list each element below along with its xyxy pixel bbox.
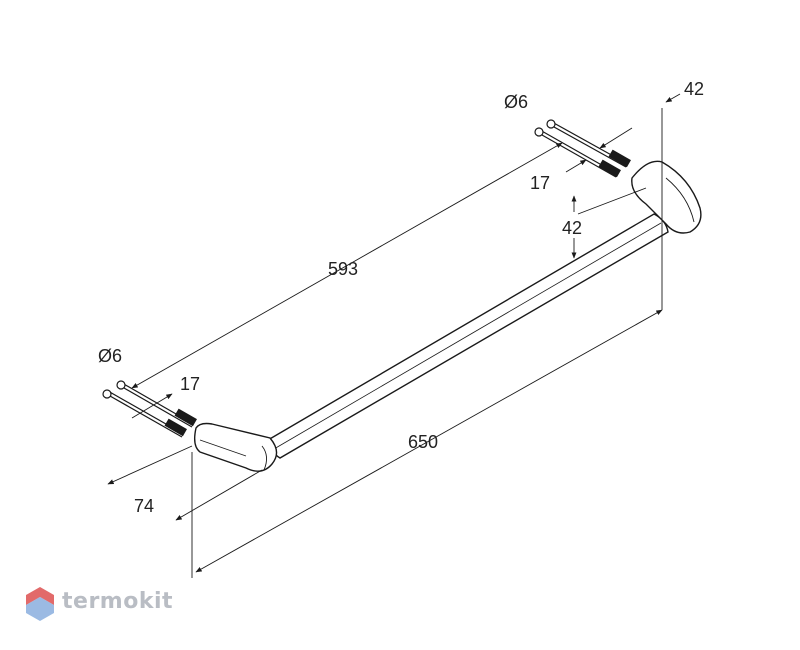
- screws: [102, 119, 631, 438]
- dim-depth-right: 17: [530, 173, 550, 193]
- left-screw-upper: [116, 380, 197, 428]
- dim-depth-left: 17: [180, 374, 200, 394]
- termokit-logo-icon: [26, 587, 54, 621]
- right-bracket: [631, 160, 702, 234]
- dim-bracket-height-top: 42: [684, 79, 704, 99]
- left-screw-lower: [102, 389, 187, 438]
- dim-screw-diameter-left: Ø6: [98, 346, 122, 366]
- dimension-lines: [107, 93, 681, 578]
- dim-overall-length: 650: [408, 432, 438, 452]
- dimension-labels: 650 593 74 17 17 42 42 Ø6 Ø6: [98, 79, 704, 516]
- right-screw-lower: [534, 127, 621, 178]
- dim-bracket-height-side: 42: [562, 218, 582, 238]
- watermark-brand: termokit: [62, 589, 174, 614]
- left-bracket: [193, 422, 278, 472]
- right-screw-upper: [546, 119, 631, 168]
- dim-screw-diameter-right: Ø6: [504, 92, 528, 112]
- dim-center-distance: 593: [328, 259, 358, 279]
- dim-projection: 74: [134, 496, 154, 516]
